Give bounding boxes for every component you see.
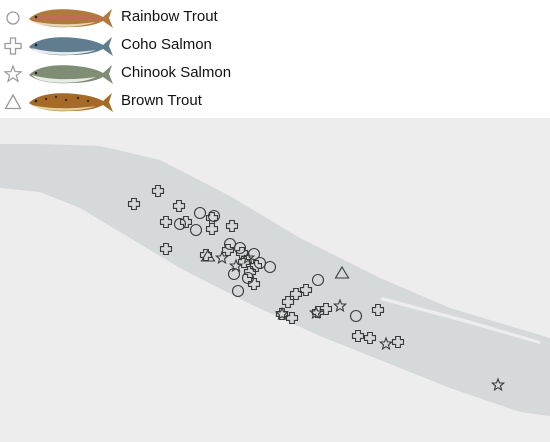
chinook-salmon-marker: [332, 298, 348, 313]
coho-salmon-marker: [351, 329, 365, 343]
legend-label: Brown Trout: [121, 92, 202, 109]
rainbow-trout-marker: [173, 217, 187, 231]
chinook-salmon-marker: [240, 250, 256, 265]
coho-salmon-marker: [247, 277, 261, 291]
brown-trout-marker: [200, 248, 216, 262]
rainbow-trout-marker: [193, 206, 207, 220]
rainbow-trout-marker: [233, 241, 247, 255]
chinook-salmon-marker: [274, 306, 290, 321]
legend-item-chinook-salmon: Chinook Salmon: [0, 60, 300, 88]
legend-label: Chinook Salmon: [121, 64, 232, 81]
coho-salmon-marker: [159, 242, 173, 256]
coho-salmon-marker: [179, 215, 193, 229]
rainbow-trout-marker: [231, 284, 245, 298]
coho-salmon-marker: [151, 184, 165, 198]
chinook-salmon-marker: [378, 336, 394, 351]
river-island: [380, 297, 540, 344]
plus-icon: [4, 37, 22, 55]
coho-salmon-marker: [285, 311, 299, 325]
legend-item-rainbow-trout: Rainbow Trout: [0, 4, 300, 32]
coho-salmon-marker: [237, 255, 251, 269]
circle-icon: [6, 11, 20, 25]
legend-label: Coho Salmon: [121, 36, 212, 53]
river-channel: [0, 144, 550, 416]
star-icon: [3, 64, 23, 83]
triangle-icon: [4, 93, 22, 110]
coho-salmon-marker: [281, 295, 295, 309]
chinook-salmon-marker: [308, 305, 324, 320]
coho-salmon-marker: [172, 199, 186, 213]
coho-salmon-marker: [127, 197, 141, 211]
coho-salmon-marker: [319, 302, 333, 316]
coho-salmon-icon: [29, 37, 113, 56]
coho-salmon-marker: [371, 303, 385, 317]
river-map: [0, 118, 550, 442]
chinook-salmon-marker: [214, 250, 230, 265]
chinook-salmon-marker: [490, 377, 506, 392]
observation-markers: [127, 184, 506, 392]
coho-salmon-marker: [299, 283, 313, 297]
coho-salmon-marker: [243, 265, 257, 279]
rainbow-trout-marker: [349, 309, 363, 323]
rainbow-trout-marker: [207, 209, 221, 223]
chinook-salmon-icon: [29, 65, 113, 84]
coho-salmon-marker: [221, 243, 235, 257]
coho-salmon-marker: [225, 219, 239, 233]
coho-salmon-marker: [363, 331, 377, 345]
rainbow-trout-icon: [29, 9, 113, 28]
coho-salmon-marker: [391, 335, 405, 349]
rainbow-trout-marker: [227, 267, 241, 281]
legend-item-coho-salmon: Coho Salmon: [0, 32, 300, 60]
brown-trout-marker: [334, 265, 350, 279]
rainbow-trout-marker: [189, 223, 203, 237]
coho-salmon-marker: [249, 259, 263, 273]
legend-item-brown-trout: Brown Trout: [0, 88, 300, 116]
chinook-salmon-marker: [228, 258, 244, 273]
brown-trout-icon: [29, 93, 113, 112]
coho-salmon-marker: [205, 222, 219, 236]
coho-salmon-marker: [289, 287, 303, 301]
rainbow-trout-marker: [311, 273, 325, 287]
rainbow-trout-marker: [241, 271, 255, 285]
coho-salmon-marker: [159, 215, 173, 229]
legend-label: Rainbow Trout: [121, 8, 218, 25]
rainbow-trout-marker: [253, 256, 267, 270]
